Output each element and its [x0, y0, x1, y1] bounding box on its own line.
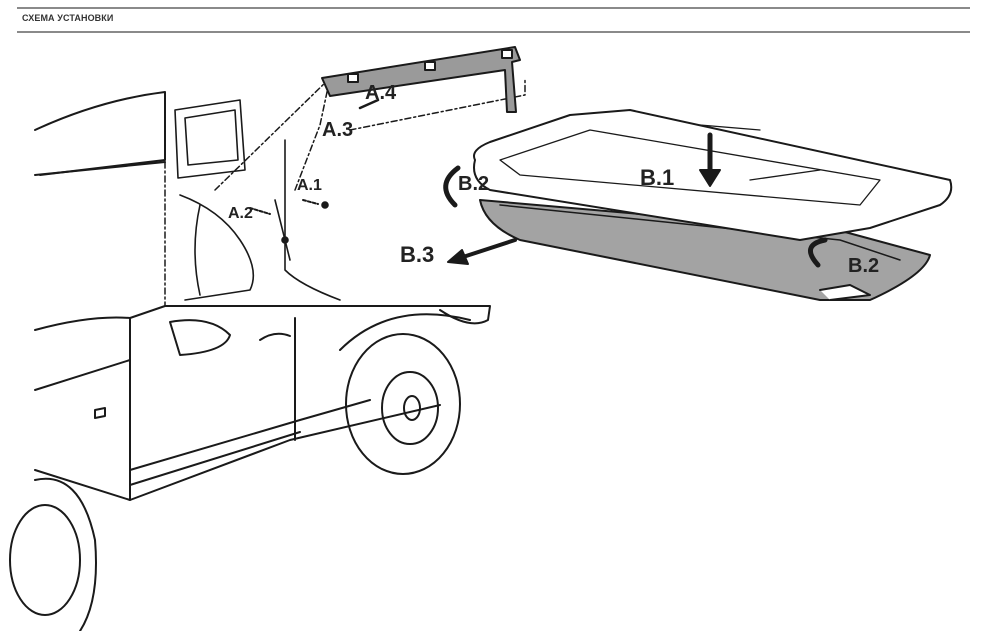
storage-tray	[479, 199, 931, 301]
header-bottom-rule	[17, 31, 970, 33]
label-b2-left: B.2	[458, 173, 489, 195]
header-top-rule	[17, 7, 970, 9]
arrows	[249, 132, 828, 268]
label-b2-right: B.2	[848, 255, 879, 277]
detail-frame	[164, 77, 526, 307]
label-b3: B.3	[400, 242, 434, 267]
label-a1: A.1	[297, 177, 322, 194]
section-title: СХЕМА УСТАНОВКИ	[22, 13, 114, 23]
step-labels: A.4 A.3 A.1 A.2 B.2 B.1 B.3 B.2	[228, 82, 879, 277]
trunk-interior	[174, 99, 341, 301]
mounting-bracket	[321, 46, 521, 113]
car-outline	[9, 91, 491, 631]
label-a2: A.2	[228, 205, 253, 222]
label-b1: B.1	[640, 165, 674, 190]
label-a4: A.4	[365, 82, 397, 104]
label-a3: A.3	[322, 119, 353, 141]
